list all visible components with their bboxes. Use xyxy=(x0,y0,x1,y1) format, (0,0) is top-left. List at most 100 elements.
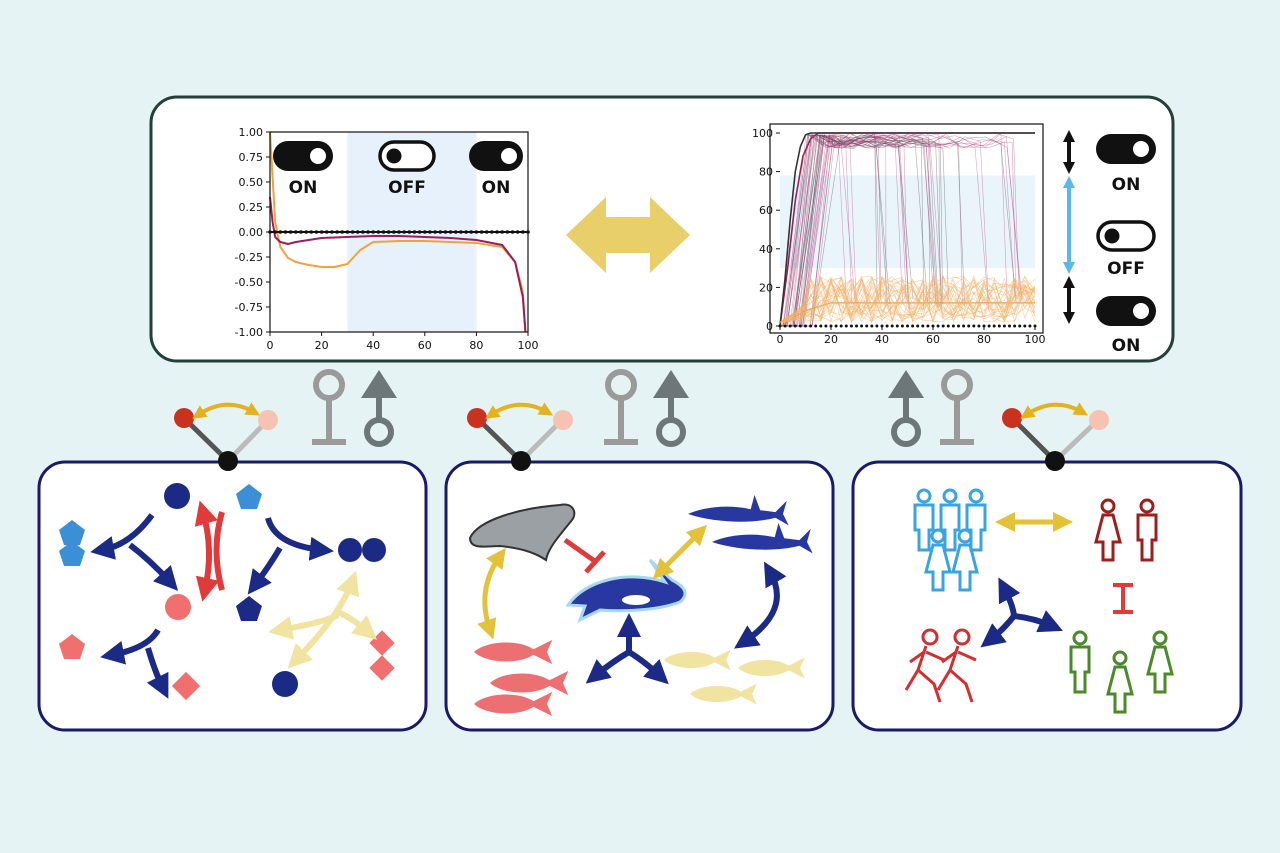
chart0-ytick-label: -0.50 xyxy=(235,276,263,289)
bidirectional-arrow-icon xyxy=(566,197,690,273)
plot2-switch-1-label: ON xyxy=(1112,175,1141,195)
chart0-zero-marker xyxy=(510,230,515,234)
pink-pentagon-icon xyxy=(59,634,85,659)
chart0-zero-marker xyxy=(278,230,283,234)
inhibit-connector-icon xyxy=(312,369,346,445)
plot2-shaded-band xyxy=(780,175,1035,269)
toggle-lever-icon-left xyxy=(174,402,278,471)
chart1-ytick-label: 20 xyxy=(759,281,773,294)
chart0-zero-marker xyxy=(479,230,484,234)
chart0-zero-marker xyxy=(484,230,489,234)
chart0-xtick-label: 20 xyxy=(315,339,329,352)
connector-group-right xyxy=(888,369,974,447)
chart0-zero-marker xyxy=(392,230,396,234)
chart0-zero-marker xyxy=(314,230,319,234)
chart0-zero-marker xyxy=(515,230,520,234)
chart0-xtick-label: 40 xyxy=(366,339,380,352)
chart0-zero-marker xyxy=(335,230,339,234)
plot2-switch-3-label: ON xyxy=(1112,336,1141,356)
chart0-zero-marker xyxy=(500,230,505,234)
plot2-switch-3[interactable] xyxy=(1096,296,1156,326)
inhibit-connector-icon xyxy=(604,369,638,445)
chart0-zero-marker xyxy=(324,230,329,234)
chart0-zero-marker xyxy=(495,230,499,234)
plot2-switch-1[interactable] xyxy=(1096,134,1156,164)
blue-pentagon-icon xyxy=(59,541,85,566)
plot1-switch-2-label: OFF xyxy=(388,178,426,198)
chart0-zero-marker xyxy=(438,230,443,234)
blue-pentagon-icon xyxy=(59,520,85,545)
chart0-xtick-label: 0 xyxy=(267,339,274,352)
chart0-zero-marker xyxy=(376,230,381,234)
chart1-xtick-label: 100 xyxy=(1025,333,1046,346)
social-groups-diagram xyxy=(904,488,1174,714)
chart0-zero-marker xyxy=(361,230,365,234)
chart0-zero-marker xyxy=(288,230,293,234)
chart0-ytick-label: 1.00 xyxy=(239,126,264,139)
chart1-xtick-label: 60 xyxy=(926,333,940,346)
promote-connector-icon xyxy=(888,370,924,447)
chart0-ytick-label: 0.25 xyxy=(239,201,264,214)
pink-diamond-icon xyxy=(369,655,395,681)
chart0-zero-marker xyxy=(330,230,334,234)
chart0-zero-marker xyxy=(350,230,355,234)
promote-connector-icon xyxy=(653,370,689,447)
plot1-switch-3[interactable] xyxy=(469,141,523,171)
chart0-series-line-0 xyxy=(269,131,527,333)
chart0-zero-marker xyxy=(464,230,468,234)
plot2-switch-2[interactable] xyxy=(1096,220,1156,252)
chart0-xtick-label: 100 xyxy=(518,339,539,352)
chart0-zero-marker xyxy=(340,230,345,234)
chart1-ytick-label: 100 xyxy=(752,127,773,140)
chart0-zero-marker xyxy=(459,230,463,234)
pink-circle-icon xyxy=(165,594,191,620)
chart0-zero-marker xyxy=(453,230,458,234)
chart0-zero-marker xyxy=(283,230,288,234)
orca-icon xyxy=(565,558,687,624)
chart0-zero-marker xyxy=(428,230,432,234)
plot1-switch-1[interactable] xyxy=(273,141,333,171)
plot2-frame xyxy=(769,123,1044,334)
chart0-zero-marker xyxy=(304,230,308,234)
chart0-zero-marker xyxy=(423,230,427,234)
pink-diamond-icon xyxy=(171,671,201,701)
plot1-switch-3-label: ON xyxy=(482,178,511,198)
seal-icon xyxy=(468,503,576,562)
chart0-xtick-label: 80 xyxy=(469,339,483,352)
chart0-zero-marker xyxy=(366,230,370,234)
chart0-zero-marker xyxy=(469,230,474,234)
chart0-ytick-label: 0.50 xyxy=(239,176,264,189)
chart0-zero-marker xyxy=(355,230,360,234)
chart1-xtick-label: 0 xyxy=(777,333,784,346)
chart0-zero-marker xyxy=(448,230,453,234)
connector-group-left xyxy=(312,369,397,447)
chart0-ytick-label: -1.00 xyxy=(235,326,263,339)
plot1-switch-2[interactable] xyxy=(378,140,436,172)
chart1-series-line-1 xyxy=(779,132,1035,327)
chart0-zero-marker xyxy=(412,230,417,234)
inhibit-connector-icon xyxy=(940,369,974,445)
chart0-zero-marker xyxy=(319,230,324,234)
connector-group-middle xyxy=(604,369,689,447)
blue-pentagon-icon xyxy=(236,484,262,509)
chart1-ytick-label: 60 xyxy=(759,204,773,217)
chart0-zero-marker xyxy=(273,230,277,234)
navy-circle-icon xyxy=(338,538,362,562)
chart1-ytick-label: 40 xyxy=(759,243,773,256)
chart1-ytick-label: 80 xyxy=(759,166,773,179)
chart0-ytick-label: 0.00 xyxy=(239,226,264,239)
chart0-xtick-label: 60 xyxy=(418,339,432,352)
plot1-switch-1-label: ON xyxy=(289,178,318,198)
chart0-ytick-label: 0.75 xyxy=(239,151,264,164)
toggle-lever-icon-right xyxy=(1002,402,1109,471)
chart0-zero-marker xyxy=(299,230,303,234)
chart0-zero-marker xyxy=(402,230,406,234)
chart0-zero-marker xyxy=(443,230,448,234)
bottom-panel-society xyxy=(851,460,1243,732)
chart0-ytick-label: -0.25 xyxy=(235,251,263,264)
chart0-zero-marker xyxy=(345,230,350,234)
chart1-xtick-label: 80 xyxy=(977,333,991,346)
inhibition-bar-icon xyxy=(563,537,606,574)
